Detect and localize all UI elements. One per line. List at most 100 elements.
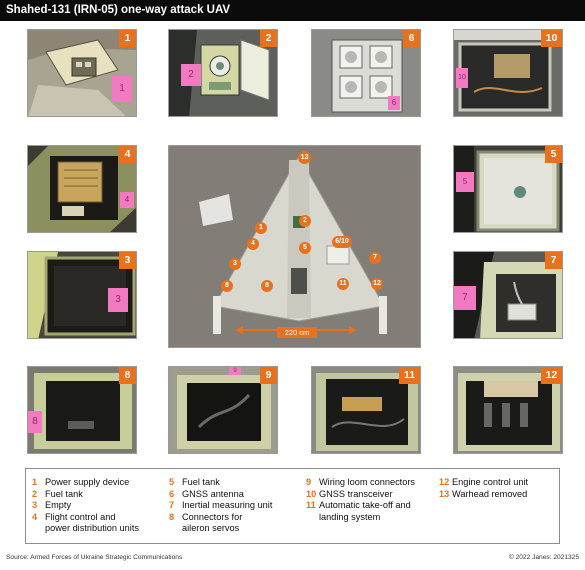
legend-item: 9 Wiring loom connectors: [306, 477, 415, 489]
gnss-antenna-illustration: [312, 30, 420, 116]
wiring-loom-illustration: [169, 367, 277, 453]
photo-empty-bay: 3 3: [27, 251, 137, 339]
legend-text: Wiring loom connectors: [319, 477, 415, 487]
copyright-notice: © 2022 Janes: 2021325: [508, 554, 579, 561]
tag-label: 3: [108, 288, 128, 312]
photo-engine-control: 12: [453, 366, 563, 454]
photo-power-supply: 1 1: [27, 29, 137, 117]
legend-text: Connectors for aileron servos: [182, 511, 243, 534]
photo-inertial-unit: 7 7: [453, 251, 563, 339]
photo-auto-takeoff: 11: [311, 366, 421, 454]
legend-item: 5 Fuel tank: [169, 477, 272, 489]
auto-takeoff-illustration: [312, 367, 420, 453]
legend-item: 6 GNSS antenna: [169, 489, 272, 501]
legend-item: 4 Flight control and power distribution u…: [32, 512, 139, 535]
tag-label: 2: [181, 64, 201, 86]
legend-text: Flight control and power distribution un…: [45, 511, 139, 534]
center-label-12: 12: [371, 278, 383, 290]
center-label-2: 2: [299, 215, 311, 227]
legend-text: Inertial measuring unit: [182, 500, 273, 510]
legend-text: Fuel tank: [45, 488, 83, 499]
legend-text: Engine control unit: [452, 477, 529, 487]
legend-item: 2 Fuel tank: [32, 489, 139, 501]
photo-gnss-transceiver: 10 10: [453, 29, 563, 117]
legend-column-2: 5 Fuel tank 6 GNSS antenna 7 Inertial measu…: [169, 477, 272, 535]
legend-text: Warhead removed: [452, 488, 528, 499]
center-label-13: 13: [298, 151, 311, 164]
power-supply-illustration: [28, 30, 136, 116]
legend-number: 9: [306, 477, 312, 487]
photo-fuel-tank: 2 2: [168, 29, 278, 117]
badge-number: 1: [119, 30, 136, 47]
uav-overview-illustration: [169, 146, 420, 347]
badge-number: 6: [403, 30, 420, 47]
center-label-4: 4: [247, 238, 259, 250]
tag-label: 4: [120, 192, 134, 208]
fuel-tank-illustration: [169, 30, 277, 116]
legend-item: 1 Power supply device: [32, 477, 139, 489]
legend-number: 5: [169, 477, 175, 487]
badge-number: 4: [119, 146, 136, 163]
legend-number: 6: [169, 488, 175, 499]
legend-text: GNSS antenna: [182, 488, 244, 499]
center-label-11: 11: [337, 278, 349, 290]
badge-number: 3: [119, 252, 136, 269]
badge-number: 10: [541, 30, 562, 47]
tag-label: 8: [28, 411, 42, 433]
legend-number: 10: [306, 488, 317, 499]
flight-control-illustration: [28, 146, 136, 232]
legend-number: 7: [169, 500, 175, 510]
tag-label: 9: [229, 367, 241, 375]
legend-number: 3: [32, 500, 38, 510]
photo-wiring-loom: 9 9: [168, 366, 278, 454]
badge-number: 5: [545, 146, 562, 163]
legend-text: Empty: [45, 500, 72, 510]
center-label-3: 3: [229, 258, 241, 270]
tag-label: 1: [112, 76, 132, 102]
center-label-7: 7: [369, 252, 381, 264]
legend-number: 1: [32, 477, 38, 487]
photo-aileron-connectors: 8 8: [27, 366, 137, 454]
tag-label: 7: [454, 286, 476, 310]
legend-number: 4: [32, 511, 38, 522]
inertial-unit-illustration: [454, 252, 562, 338]
legend-number: 2: [32, 488, 38, 499]
source-credit: Source: Armed Forces of Ukraine Strategi…: [6, 554, 183, 561]
photo-uav-overview: 13 1 4 3 8 2 5 6/10 7 11 12 8 220 cm: [168, 145, 421, 348]
legend-number: 8: [169, 511, 175, 522]
legend-text: Fuel tank: [182, 477, 220, 487]
badge-number: 7: [545, 252, 562, 269]
photo-gnss-antenna: 6 6: [311, 29, 421, 117]
legend-number: 12: [439, 477, 450, 487]
legend-panel: 1 Power supply device 2 Fuel tank 3 Empty 4…: [25, 468, 560, 544]
aileron-connectors-illustration: [28, 367, 136, 453]
tag-label: 6: [388, 96, 400, 110]
badge-number: 11: [399, 367, 420, 384]
legend-number: 13: [439, 488, 450, 499]
legend-column-1: 1 Power supply device 2 Fuel tank 3 Empty 4…: [32, 477, 139, 535]
badge-number: 9: [260, 367, 277, 384]
center-label-8-left: 8: [221, 280, 233, 292]
legend-text: Automatic take-off and landing system: [319, 500, 411, 522]
span-label: 220 cm: [277, 327, 317, 338]
badge-number: 12: [541, 367, 562, 384]
legend-number: 11: [306, 500, 316, 510]
badge-number: 2: [260, 30, 277, 47]
center-label-5: 5: [299, 242, 311, 254]
center-label-6-10: 6/10: [332, 236, 352, 248]
legend-text: Power supply device: [45, 477, 130, 487]
tag-label: 5: [456, 172, 474, 192]
legend-item: 7 Inertial measuring unit: [169, 500, 272, 512]
photo-fuel-tank-5: 5 5: [453, 145, 563, 233]
tag-label: 10: [456, 68, 468, 88]
page-title: Shahed-131 (IRN-05) one-way attack UAV: [0, 0, 585, 21]
engine-control-illustration: [454, 367, 562, 453]
center-label-1: 1: [255, 222, 267, 234]
center-label-8-right: 8: [261, 280, 273, 292]
legend-item: 8 Connectors for aileron servos: [169, 512, 272, 535]
